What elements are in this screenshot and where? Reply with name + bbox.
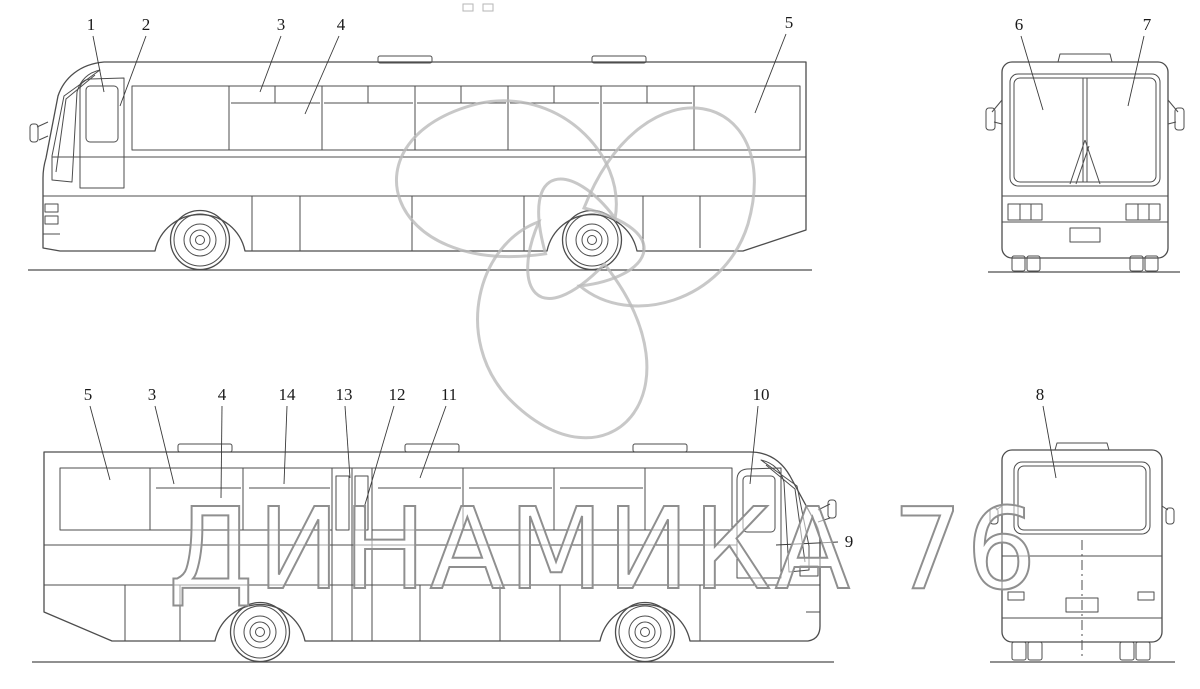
callout-label: 5 bbox=[84, 385, 93, 404]
callout-3b: 3 bbox=[148, 385, 175, 485]
watermark-text: ДИНАМИКА 76 bbox=[168, 485, 1040, 615]
license-plate bbox=[1065, 597, 1099, 613]
mirror-right bbox=[1167, 99, 1185, 131]
callout-label: 1 bbox=[87, 15, 96, 34]
callout-8: 8 bbox=[1036, 385, 1057, 479]
callout-leader bbox=[344, 405, 351, 479]
callouts-rear: 8 bbox=[1036, 385, 1057, 479]
callouts-top-side: 1 2 3 4 5 bbox=[87, 13, 794, 115]
driver-door bbox=[79, 77, 125, 189]
callout-leader bbox=[1042, 405, 1057, 479]
page-artifact-icons bbox=[462, 3, 494, 12]
callout-leader bbox=[749, 405, 759, 485]
callout-leader bbox=[1127, 35, 1145, 107]
callout-label: 7 bbox=[1143, 15, 1152, 34]
wipers bbox=[1069, 139, 1101, 185]
rear-window bbox=[1013, 461, 1151, 535]
middle-door bbox=[331, 467, 373, 641]
mirror-right bbox=[1161, 505, 1175, 525]
headlight-right bbox=[1125, 203, 1161, 221]
windshield bbox=[1009, 73, 1161, 187]
callout-leader bbox=[92, 35, 105, 93]
callout-leader bbox=[220, 405, 223, 499]
callout-label: 4 bbox=[218, 385, 227, 404]
callout-12: 12 bbox=[363, 385, 406, 509]
rear-wheel bbox=[561, 209, 623, 271]
callout-13: 13 bbox=[336, 385, 353, 479]
watermark-logo-icon bbox=[372, 55, 756, 464]
callout-14: 14 bbox=[279, 385, 297, 485]
mirror bbox=[29, 121, 49, 143]
body-panel-lines bbox=[43, 156, 806, 251]
headlight bbox=[799, 565, 820, 613]
callout-leader bbox=[419, 405, 447, 479]
callout-leader bbox=[775, 541, 839, 546]
callout-label: 4 bbox=[337, 15, 346, 34]
mirror-left bbox=[985, 99, 1003, 131]
callout-5: 5 bbox=[754, 13, 794, 114]
callout-label: 6 bbox=[1015, 15, 1024, 34]
callout-4: 4 bbox=[304, 15, 346, 115]
callout-leader bbox=[283, 405, 288, 485]
wheels bbox=[1011, 641, 1151, 661]
callout-1: 1 bbox=[87, 15, 105, 93]
callout-leader bbox=[119, 35, 147, 107]
license-plate bbox=[1069, 227, 1101, 243]
callout-label: 14 bbox=[279, 385, 297, 404]
body-panel-lines bbox=[44, 544, 820, 641]
callout-4b: 4 bbox=[218, 385, 227, 499]
callout-label: 3 bbox=[277, 15, 286, 34]
front-door bbox=[736, 467, 782, 579]
windshield bbox=[51, 69, 101, 183]
callout-leader bbox=[154, 405, 175, 485]
watermark: ДИНАМИКА 76 bbox=[167, 55, 1040, 616]
callout-label: 10 bbox=[753, 385, 770, 404]
callouts-front: 6 7 bbox=[1015, 15, 1152, 111]
callout-label: 2 bbox=[142, 15, 151, 34]
callout-10: 10 bbox=[749, 385, 770, 485]
callout-label: 11 bbox=[441, 385, 457, 404]
body-outline bbox=[43, 451, 821, 642]
callout-9: 9 bbox=[775, 532, 854, 551]
callout-leader bbox=[1020, 35, 1044, 111]
mirror-left bbox=[989, 505, 1003, 525]
front-wheel bbox=[614, 601, 676, 663]
window-band bbox=[131, 85, 801, 151]
callout-leader bbox=[754, 33, 787, 114]
mirror bbox=[817, 499, 837, 523]
callout-label: 9 bbox=[845, 532, 854, 551]
roof-hatch bbox=[1054, 442, 1110, 451]
rear-view bbox=[989, 442, 1175, 663]
callout-leader bbox=[363, 405, 395, 509]
body-outline bbox=[1001, 61, 1169, 259]
callout-2: 2 bbox=[119, 15, 151, 107]
callout-label: 13 bbox=[336, 385, 353, 404]
windshield bbox=[760, 459, 810, 573]
side-view-top bbox=[28, 55, 812, 271]
headlight-left bbox=[1007, 203, 1043, 221]
rear-wheel bbox=[229, 601, 291, 663]
callout-label: 3 bbox=[148, 385, 157, 404]
callout-leader bbox=[259, 35, 282, 93]
wheels bbox=[1011, 255, 1159, 272]
callout-7: 7 bbox=[1127, 15, 1152, 107]
roof-hatch bbox=[1057, 53, 1113, 63]
headlight bbox=[43, 203, 60, 235]
callout-6: 6 bbox=[1015, 15, 1044, 111]
callout-5b: 5 bbox=[84, 385, 111, 481]
roof-hatch bbox=[177, 443, 688, 453]
callout-label: 12 bbox=[389, 385, 406, 404]
callout-label: 8 bbox=[1036, 385, 1045, 404]
front-wheel bbox=[169, 209, 231, 271]
callout-label: 5 bbox=[785, 13, 794, 32]
side-view-bottom bbox=[32, 443, 837, 663]
front-view bbox=[985, 53, 1185, 273]
callout-11: 11 bbox=[419, 385, 457, 479]
callout-3: 3 bbox=[259, 15, 286, 93]
callout-leader bbox=[304, 35, 340, 115]
callout-leader bbox=[89, 405, 111, 481]
window-band bbox=[59, 467, 733, 531]
tail-lights bbox=[1007, 591, 1155, 601]
